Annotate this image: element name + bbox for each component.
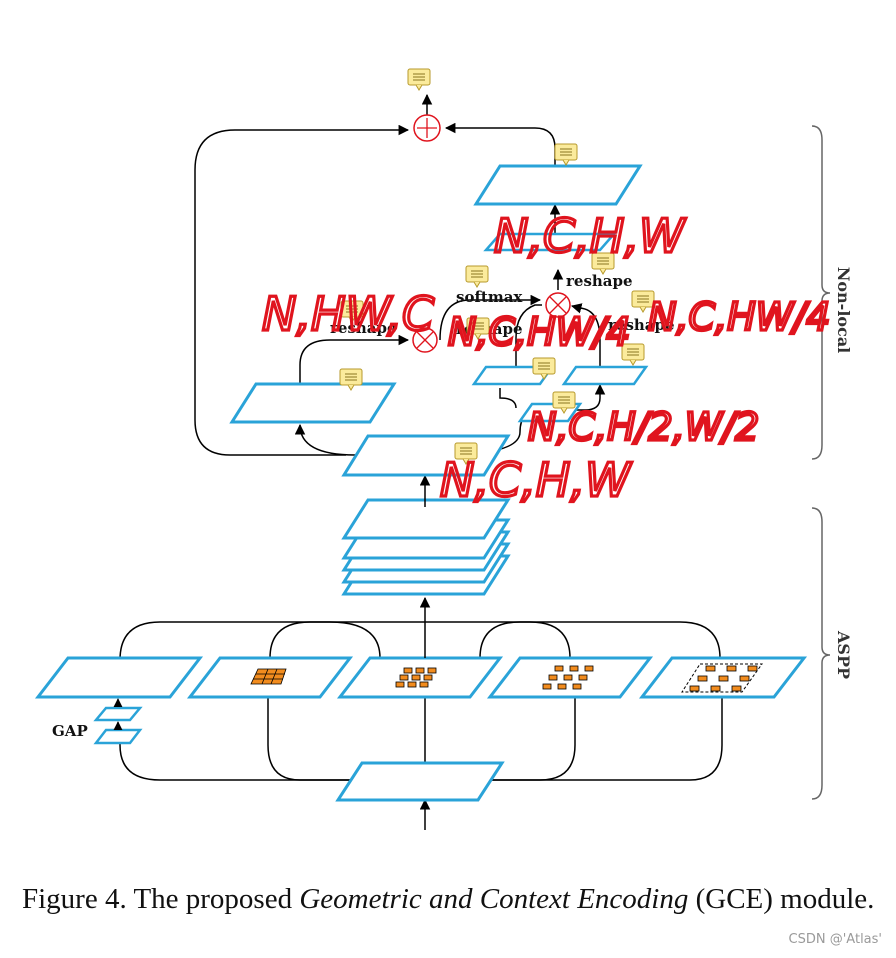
nonlocal-bracket xyxy=(811,125,831,460)
gap-label: GAP xyxy=(52,722,88,740)
aspp-bracket xyxy=(811,507,831,800)
annotation-nc-hw4-left: N,C,HW/4 xyxy=(448,310,630,354)
annotation-nc-hw4-right: N,C,HW/4 xyxy=(648,295,830,339)
matmul-1 xyxy=(412,327,438,353)
aspp-input-map xyxy=(335,761,505,802)
reshape-label-3: reshape xyxy=(566,272,633,290)
reshape-label-1: reshape xyxy=(330,319,397,337)
kernel-rate12 xyxy=(542,665,594,690)
aspp-gap-map xyxy=(34,656,204,699)
g-map xyxy=(561,365,649,386)
note-icon-3[interactable] xyxy=(465,265,489,288)
kernel-1x1 xyxy=(250,668,287,685)
caption-suffix: (GCE) module. xyxy=(688,883,875,915)
annotation-nchw-bottom: N,C,H,W xyxy=(440,453,632,507)
caption-prefix: Figure 4. The proposed xyxy=(22,883,300,915)
annotation-nhwc: N,HW,C xyxy=(262,287,434,341)
aspp-label: ASPP xyxy=(834,630,853,679)
watermark: CSDN @'Atlas' xyxy=(788,932,882,947)
gap-map-top xyxy=(93,706,143,722)
note-icon-2[interactable] xyxy=(554,143,578,166)
note-icon-1[interactable] xyxy=(407,68,431,91)
concat-stack xyxy=(341,498,511,596)
caption-emphasis: Geometric and Context Encoding xyxy=(299,883,689,915)
add-operator xyxy=(413,114,441,142)
annotation-nch2w2: N,C,H/2,W/2 xyxy=(528,405,759,449)
reshape-label-4: reshape xyxy=(608,316,675,334)
reshaped-map xyxy=(483,232,617,252)
gap-map-bottom xyxy=(93,728,143,745)
nonlocal-label: Non-local xyxy=(834,267,853,354)
theta-map xyxy=(229,382,397,424)
nonlocal-output-map xyxy=(473,164,643,206)
kernel-rate18 xyxy=(681,663,763,693)
softmax-label: softmax xyxy=(456,288,523,306)
kernel-rate6 xyxy=(395,667,437,688)
figure-caption: Figure 4. The proposed Geometric and Con… xyxy=(22,880,882,918)
matmul-2 xyxy=(545,292,571,318)
gce-module-diagram: Non-local ASPP xyxy=(34,68,853,830)
annotation-nchw-top: N,C,H,W xyxy=(494,209,686,263)
